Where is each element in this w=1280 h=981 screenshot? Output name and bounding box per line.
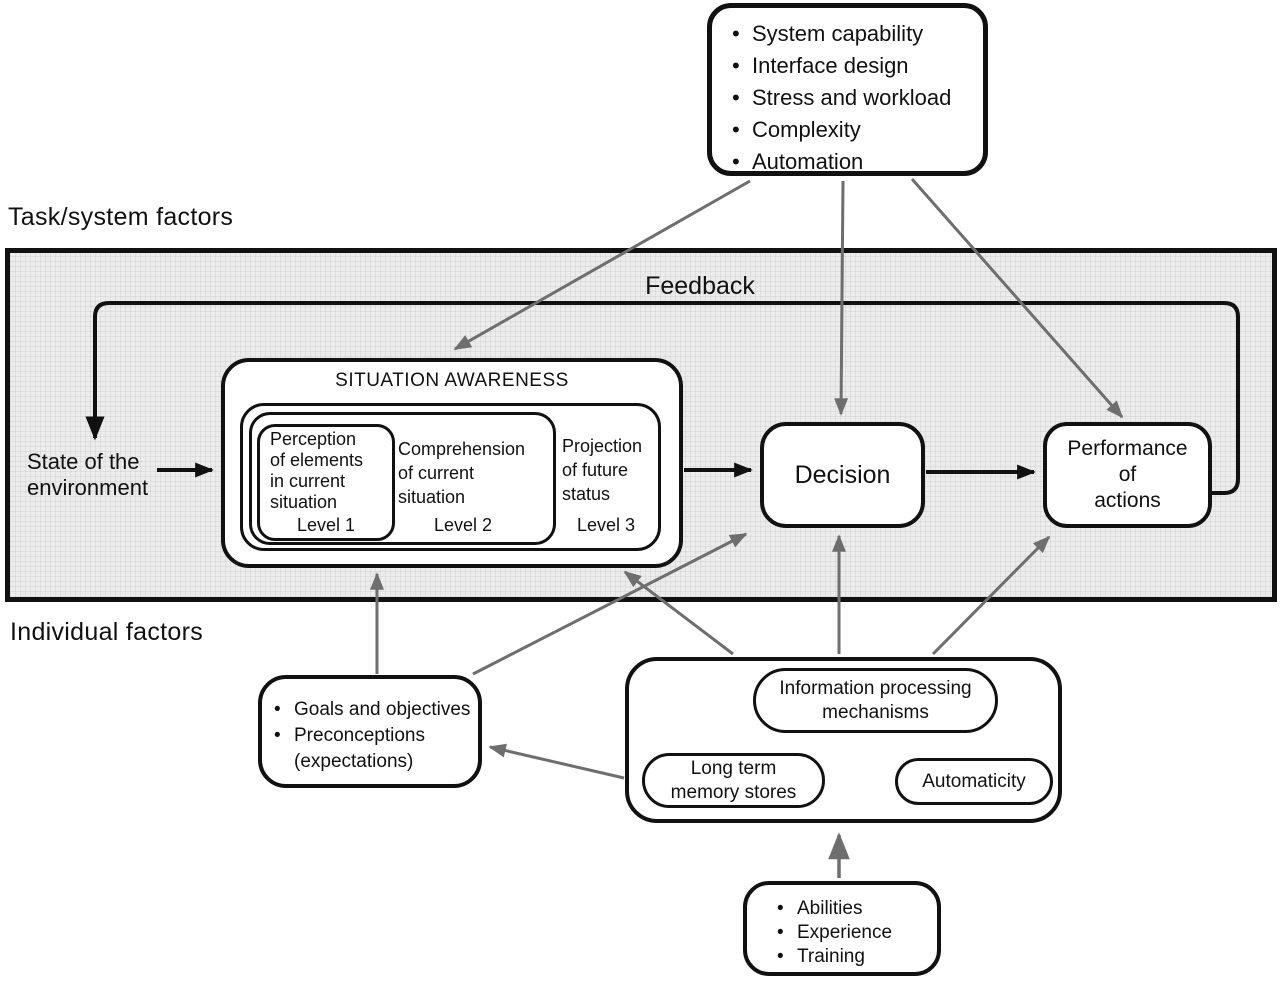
task-system-factors-label: Task/system factors — [8, 203, 234, 231]
factor-item: •System capability — [732, 18, 983, 50]
level2-label: Level 2 — [433, 515, 493, 535]
long-term-memory-pill: Long term memory stores — [642, 753, 825, 808]
bullet-icon: • — [732, 117, 740, 142]
arrow-infoproc-to-goals — [488, 743, 625, 780]
factor-item: •Automation — [732, 146, 983, 178]
bullet-icon: • — [274, 725, 281, 746]
bullet-icon: • — [274, 699, 281, 720]
performance-text: Performance of actions — [1067, 437, 1188, 512]
factor-item: •Stress and workload — [732, 82, 983, 114]
factor-item: •Complexity — [732, 114, 983, 146]
bullet-icon: • — [732, 149, 740, 174]
performance-box: Performance of actions — [1043, 422, 1212, 528]
abilities-box: •Abilities •Experience •Training — [743, 881, 941, 976]
level3-label: Level 3 — [576, 515, 636, 535]
bullet-icon: • — [777, 922, 784, 943]
info-processing-pill: Information processing mechanisms — [753, 668, 998, 733]
automaticity-pill: Automaticity — [895, 758, 1053, 805]
info-processing-text: Information processing mechanisms — [779, 677, 972, 723]
bullet-icon: • — [732, 21, 740, 46]
situation-awareness-title: SITUATION AWARENESS — [335, 370, 569, 391]
bullet-icon: • — [777, 898, 784, 919]
individual-factors-label: Individual factors — [10, 618, 203, 646]
bullet-icon: • — [732, 85, 740, 110]
level1-label: Level 1 — [296, 515, 356, 535]
level2-text: Comprehension of current situation — [398, 439, 526, 507]
state-of-environment-label: State of the environment — [27, 449, 149, 500]
ability-item: •Abilities — [777, 898, 863, 919]
bullet-icon: • — [732, 53, 740, 78]
feedback-label: Feedback — [645, 272, 755, 300]
goal-item: •Preconceptions — [274, 723, 478, 749]
ability-item: •Training — [777, 946, 865, 967]
level3-text: Projection of future status — [562, 436, 643, 504]
goal-item: •Goals and objectives — [274, 697, 478, 723]
top-factors-box: •System capability •Interface design •St… — [707, 3, 988, 176]
level1-text: Perception of elements in current situat… — [270, 429, 364, 512]
bullet-icon: • — [777, 946, 784, 967]
long-term-memory-text: Long term memory stores — [670, 757, 797, 803]
goals-box: •Goals and objectives •Preconceptions (e… — [258, 675, 482, 788]
goal-item-continuation: (expectations) — [294, 751, 414, 772]
factor-item: •Interface design — [732, 50, 983, 82]
decision-box: Decision — [760, 422, 925, 528]
ability-item: •Experience — [777, 922, 893, 943]
